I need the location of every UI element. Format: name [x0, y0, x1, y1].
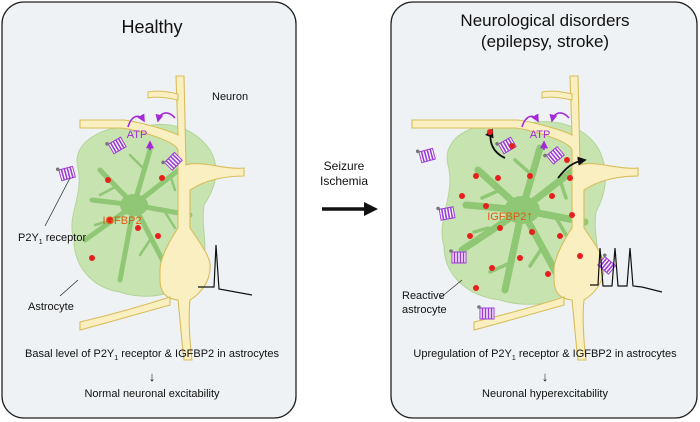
atp-label: ATP: [530, 129, 551, 141]
seizure-label: Seizure: [324, 159, 365, 173]
astrocyte-pointer-line: [59, 279, 79, 297]
healthy-outcome: Normal neuronal excitability: [84, 388, 220, 400]
transition-arrowhead: [364, 202, 378, 216]
atp-release-arrows: [521, 112, 570, 150]
disorder-outcome: Neuronal hyperexcitability: [482, 388, 608, 400]
reactive-astrocyte-label-line1: Reactive: [402, 290, 445, 302]
ischemia-label: Ischemia: [320, 174, 368, 188]
reactive-astrocyte-soma: [504, 196, 540, 224]
transition: [322, 202, 378, 216]
igfbp2-label: IGFBP2↑: [487, 208, 533, 223]
p2y1-receptor-label: P2Y1 receptor: [18, 232, 86, 246]
disorder-caption: Upregulation of P2Y1 receptor & IGFBP2 i…: [413, 348, 677, 362]
disorder-panel: ↓: [390, 1, 698, 419]
neuron: [411, 75, 639, 361]
healthy-caption: Basal level of P2Y1 receptor & IGFBP2 in…: [25, 348, 279, 362]
healthy-title: Healthy: [121, 17, 182, 37]
igfbp2-label: IGFBP2: [102, 215, 141, 227]
disorder-caption-arrow: ↓: [542, 369, 549, 384]
astrocyte-soma: [120, 194, 148, 216]
disorder-title-line1: Neurological disorders: [460, 11, 629, 30]
disorder-title-line2: (epilepsy, stroke): [481, 32, 609, 51]
action-potential-trace: [198, 244, 253, 296]
astrocyte-label: Astrocyte: [28, 301, 74, 313]
hyperexcitable-trace: [590, 247, 663, 293]
atp-label: ATP: [127, 129, 148, 141]
healthy-panel: ↓: [1, 1, 297, 419]
reactive-astrocyte-pointer-line: [439, 279, 463, 299]
atp-release-arrows: [127, 112, 176, 150]
reactive-astrocyte-label-line2: astrocyte: [402, 304, 447, 316]
neuron-label: Neuron: [212, 91, 248, 103]
receptor-pointer-line: [44, 177, 71, 227]
igfbp2-dots: [89, 175, 165, 261]
igfbp2-dots: [459, 129, 583, 291]
healthy-caption-arrow: ↓: [149, 369, 156, 384]
neuron: [79, 75, 245, 361]
